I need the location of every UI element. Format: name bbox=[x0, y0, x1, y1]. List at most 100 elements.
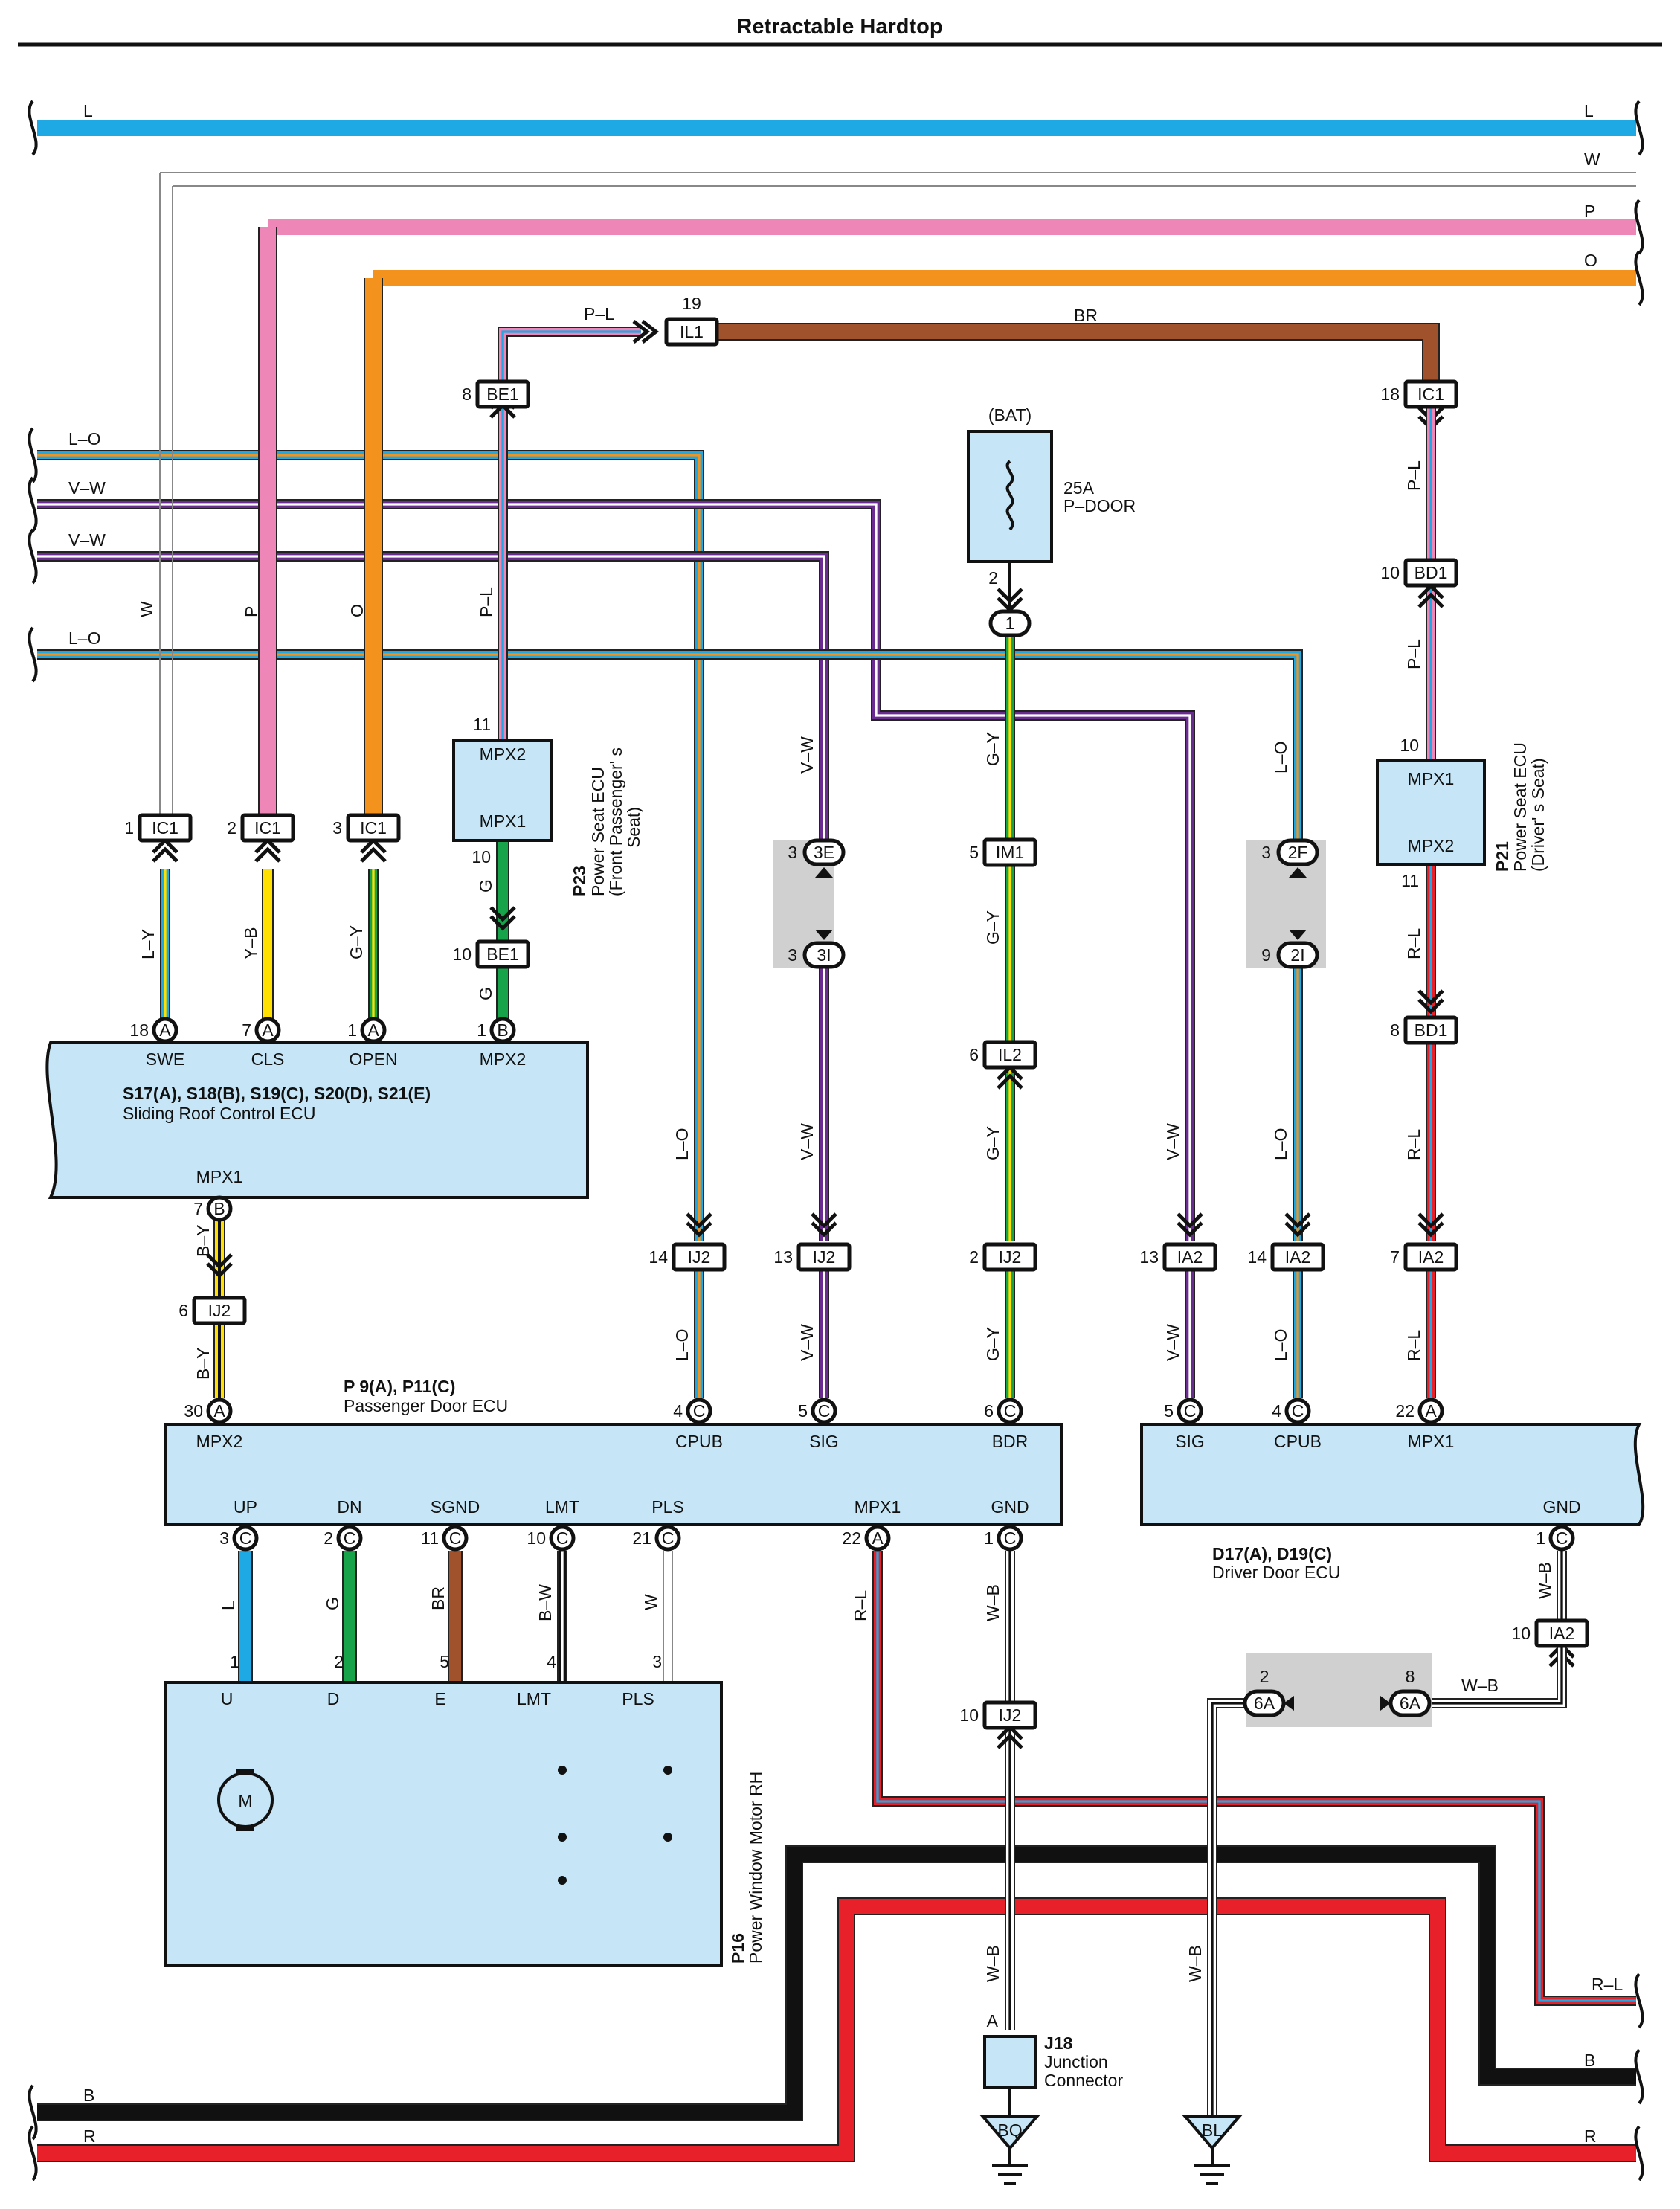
wb-p-label-2: W–B bbox=[983, 1945, 1002, 1982]
pin-pdoor-sig-letter: C bbox=[818, 1401, 831, 1421]
wire-lmt-label: B–W bbox=[535, 1584, 555, 1621]
bus-b-left-label: B bbox=[83, 2086, 94, 2105]
pin-ddoor-gnd-letter: C bbox=[1556, 1528, 1568, 1548]
motor-term-4: PLS bbox=[622, 1689, 654, 1708]
pdoor-bottom-sgnd: SGND bbox=[431, 1497, 480, 1517]
conn-bd1-top bbox=[1403, 558, 1458, 588]
bus-w-label: W bbox=[1584, 149, 1600, 169]
roof-ecu-codes: S17(A), S18(B), S19(C), S20(D), S21(E) bbox=[123, 1084, 431, 1103]
roof-mpx1: MPX1 bbox=[196, 1167, 243, 1186]
pin-ddoor-cpub-num: 4 bbox=[1272, 1401, 1281, 1421]
conn-be1-top-pin: 8 bbox=[462, 385, 472, 404]
pin-ddoor-sig bbox=[1177, 1398, 1203, 1424]
pin-mpx2-roof-letter: B bbox=[497, 1020, 508, 1040]
oval-6a-8-label: 6A bbox=[1400, 1694, 1421, 1713]
pin-swe bbox=[152, 1017, 178, 1044]
wb-p-label-1: W–B bbox=[983, 1584, 1002, 1621]
junction-pin-a: A bbox=[987, 2011, 999, 2030]
bus-vw-2-stripe bbox=[37, 555, 825, 848]
pin-roof-mpx1 bbox=[206, 1195, 233, 1222]
chev-ia2-13 bbox=[1177, 1212, 1203, 1229]
lo-c-label: L–O bbox=[1271, 1329, 1290, 1361]
chev-ij2-14 bbox=[686, 1212, 712, 1229]
pin-ddoor-mpx1-letter: A bbox=[1425, 1401, 1437, 1421]
conn-ia2-7 bbox=[1403, 1242, 1458, 1272]
seat-ecu-passenger-box bbox=[452, 739, 553, 842]
bus-b bbox=[37, 1847, 1636, 2120]
bus-l-right-label: L bbox=[1584, 101, 1594, 120]
oval-2i-label: 2I bbox=[1290, 945, 1304, 965]
conn-ic1-3-pin: 3 bbox=[332, 818, 342, 837]
conn-ia2-10-pin: 10 bbox=[1511, 1624, 1531, 1643]
arrow-3e bbox=[815, 867, 833, 878]
pin-pdoor-mpx2 bbox=[206, 1398, 233, 1424]
arrow-6a-l bbox=[1284, 1696, 1294, 1711]
switch-contact-0 bbox=[558, 1766, 567, 1775]
vw-b-label: V–W bbox=[797, 1123, 817, 1160]
yb-label: Y–B bbox=[241, 927, 260, 959]
motor-brush-bottom bbox=[236, 1825, 254, 1831]
motor-pin2: 2 bbox=[334, 1652, 344, 1671]
pin-pdoor-up bbox=[232, 1525, 259, 1552]
rl-a-label: R–L bbox=[1404, 928, 1423, 959]
p-drop-label: P bbox=[242, 606, 261, 617]
conn-ic1-3-label: IC1 bbox=[360, 818, 387, 837]
bus-b-right-label: B bbox=[1584, 2051, 1595, 2070]
oval-3e-label: 3E bbox=[814, 843, 834, 862]
seat-ecu-p-top: MPX2 bbox=[480, 745, 527, 764]
w-drop-label: W bbox=[137, 601, 156, 617]
bus-vw-2-outline bbox=[37, 551, 829, 848]
chev-ia2-7 bbox=[1417, 1221, 1444, 1238]
lo-a-label: L–O bbox=[1271, 742, 1290, 774]
pin-pdoor-lmt-letter: C bbox=[556, 1528, 569, 1548]
bus-lo-2-stripe bbox=[37, 653, 1299, 840]
switch-contact-4 bbox=[558, 1876, 567, 1885]
pl-1-label: P–L bbox=[584, 304, 614, 324]
seat-ecu-d-name: Power Seat ECU bbox=[1510, 742, 1530, 872]
page-title: Retractable Hardtop bbox=[736, 15, 942, 39]
chev-il1-a bbox=[632, 320, 651, 344]
conn-il1-label: IL1 bbox=[680, 322, 704, 341]
oval-6a-2-pin: 2 bbox=[1260, 1667, 1269, 1686]
vw-d-label: V–W bbox=[1163, 1123, 1182, 1160]
conn-bd1-bot-pin: 8 bbox=[1390, 1020, 1400, 1040]
pin-pdoor-pls bbox=[654, 1525, 681, 1552]
pin-ddoor-sig-num: 5 bbox=[1164, 1401, 1174, 1421]
bus-lo-1-stripe bbox=[37, 454, 701, 1241]
oval-6a-2-label: 6A bbox=[1254, 1694, 1275, 1713]
pin-pdoor-mpx1-letter: A bbox=[872, 1528, 884, 1548]
wb-d-label: W–B bbox=[1535, 1562, 1554, 1599]
bus-rl-label: R–L bbox=[1592, 1975, 1623, 1994]
gy-4-label: G–Y bbox=[983, 1126, 1002, 1160]
bus-vw-1-label: V–W bbox=[68, 478, 106, 498]
chev-bd1-bot bbox=[1417, 998, 1444, 1015]
fuse-source: (BAT) bbox=[988, 405, 1032, 425]
wb-wire-bl-stripe bbox=[1211, 1702, 1245, 2117]
chev-be1-bot bbox=[489, 915, 516, 931]
motor-pin3: 3 bbox=[652, 1652, 662, 1671]
conn-ic1-3 bbox=[346, 813, 401, 843]
ddoor-mpx1: MPX1 bbox=[1408, 1432, 1455, 1451]
conn-ia2-7-label: IA2 bbox=[1418, 1247, 1444, 1267]
ground-bq-label: BQ bbox=[997, 2120, 1022, 2140]
bus-break-right-r bbox=[1634, 2125, 1644, 2181]
o-drop-label: O bbox=[347, 604, 367, 617]
seat-ecu-p-sub1: (Front Passenger' s bbox=[606, 747, 625, 896]
ly-label: L–Y bbox=[138, 929, 158, 959]
bus-vw-1-stripe bbox=[37, 503, 1191, 1241]
pin-pdoor-dn-letter: C bbox=[344, 1528, 356, 1548]
oval-6a-8-pin: 8 bbox=[1406, 1667, 1415, 1686]
bus-lo-2-label: L–O bbox=[68, 628, 100, 648]
pdoor-mpx2: MPX2 bbox=[196, 1432, 243, 1451]
switch-contact-1 bbox=[558, 1833, 567, 1842]
conn-ia2-13-label: IA2 bbox=[1177, 1247, 1203, 1267]
ddoor-name: Driver Door ECU bbox=[1212, 1563, 1341, 1582]
seat-ecu-d-pin11: 11 bbox=[1401, 871, 1419, 890]
chev-ia2-14 bbox=[1284, 1212, 1311, 1229]
pin-pdoor-sgnd-num: 11 bbox=[421, 1528, 439, 1548]
roof-pin-mpx2: MPX2 bbox=[480, 1049, 527, 1069]
conn-ij2-by-pin: 6 bbox=[178, 1301, 188, 1320]
conn-ia2-14-label: IA2 bbox=[1285, 1247, 1311, 1267]
pdoor-cpub: CPUB bbox=[675, 1432, 723, 1451]
conn-ia2-10 bbox=[1534, 1618, 1589, 1648]
